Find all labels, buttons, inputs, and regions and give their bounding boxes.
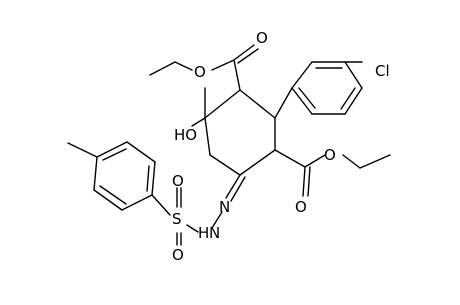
ester-ether-oxygen-bottom: O xyxy=(324,146,336,164)
hydrazine-hydrogen: H xyxy=(198,224,209,242)
sulfonyl-oxygen-bottom: O xyxy=(172,246,184,264)
sulfur-atom: S xyxy=(172,210,182,228)
ester-carbonyl-oxygen-top: O xyxy=(256,29,268,47)
ester-carbonyl-oxygen-bottom: O xyxy=(295,198,307,216)
hydroxyl-group: HO xyxy=(174,126,197,144)
chlorine-atom: Cl xyxy=(375,62,390,80)
bond-lines xyxy=(67,44,391,246)
hydrazine-nitrogen: N xyxy=(209,224,220,242)
sulfonyl-oxygen-top: O xyxy=(172,172,184,190)
hydrazone-nitrogen: N xyxy=(219,198,230,216)
atom-labels: O O Cl HO O O N H N S O O xyxy=(172,29,390,264)
ester-ether-oxygen-top: O xyxy=(194,63,206,81)
